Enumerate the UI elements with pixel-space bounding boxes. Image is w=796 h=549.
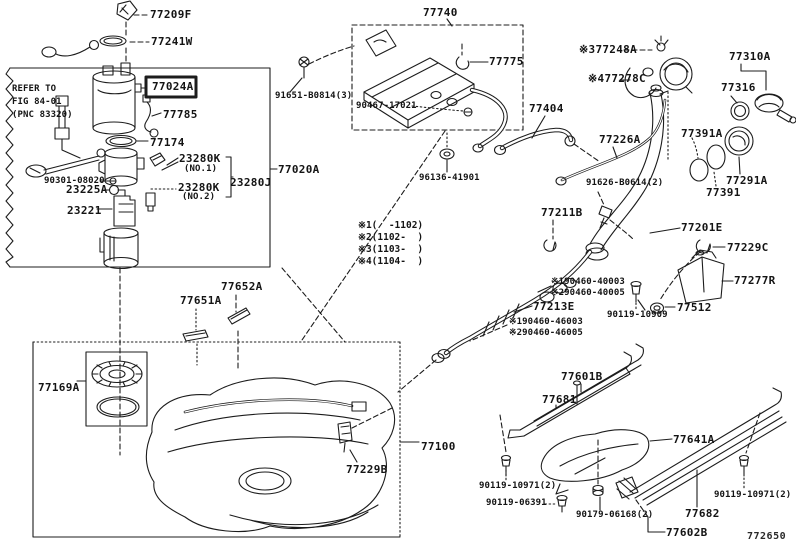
part-label-96136-41901[interactable]: 96136-41901 [419, 173, 480, 183]
date-note-2: ※2(1102- ) [358, 232, 424, 243]
part-label-77229b[interactable]: 77229B [346, 463, 388, 476]
part-label-77213e[interactable]: 77213E [533, 300, 575, 313]
fuel-sender-box [85, 351, 148, 427]
part-label-90119-10971-left[interactable]: 90119-10971(2) [479, 481, 557, 491]
hoses-and-pipes-drawing [431, 84, 725, 364]
filler-cap-drawing [624, 35, 796, 182]
part-label-77601b[interactable]: 77601B [561, 370, 603, 383]
part-label-77641a[interactable]: 77641A [673, 433, 715, 446]
part-label-23225a[interactable]: 23225A [66, 183, 108, 196]
part-label-77291a[interactable]: 77291A [726, 174, 768, 187]
date-note-3: ※3(1103- ) [358, 244, 424, 255]
part-label-90119-10971-right[interactable]: 90119-10971(2) [714, 490, 792, 500]
part-label-90460-40003[interactable]: ※190460-40003 [551, 277, 625, 287]
part-label-77169a[interactable]: 77169A [38, 381, 80, 394]
part-label-77020a[interactable]: 77020A [278, 163, 320, 176]
part-label-90467-17021[interactable]: 90467-17021 [356, 101, 417, 111]
charcoal-canister-drawing [298, 29, 508, 153]
part-label-77226a[interactable]: 77226A [599, 133, 641, 146]
part-label-91651-b0814[interactable]: 91651-B0814(3) [275, 91, 353, 101]
part-label-23280j[interactable]: 23280J [230, 176, 272, 189]
part-label-90301-08020[interactable]: 90301-08020 [44, 176, 105, 186]
charcoal-canister-box [351, 24, 524, 131]
part-label-77310a[interactable]: 77310A [729, 50, 771, 63]
fuel-sender-drawing [91, 360, 143, 418]
part-label-77404[interactable]: 77404 [529, 102, 564, 115]
part-label-77277r[interactable]: 77277R [734, 274, 776, 287]
refer-note-line1: REFER TO [12, 84, 57, 94]
part-label-77602b[interactable]: 77602B [666, 526, 708, 539]
fuel-tank-drawing [145, 307, 396, 533]
part-label-77652a[interactable]: 77652A [221, 280, 263, 293]
part-label-77681[interactable]: 77681 [542, 393, 577, 406]
part-label-77229c[interactable]: 77229C [727, 241, 769, 254]
part-label-77241w[interactable]: 77241W [151, 35, 193, 48]
part-label-90460-46005[interactable]: ※290460-46005 [509, 328, 583, 338]
figure-code: 772650 [747, 531, 787, 542]
fuel-pump-assembly-drawing [25, 0, 166, 270]
part-label-90119-06391[interactable]: 90119-06391 [486, 498, 547, 508]
part-label-77651a[interactable]: 77651A [180, 294, 222, 307]
highlight-box [144, 75, 198, 99]
part-label-23280k-no2-sub: (NO.2) [182, 192, 216, 202]
part-label-90119-10909[interactable]: 90119-10909 [607, 310, 668, 320]
part-label-77775[interactable]: 77775 [489, 55, 524, 68]
part-label-77174[interactable]: 77174 [150, 136, 185, 149]
part-label-90460-46003[interactable]: ※190460-46003 [509, 317, 583, 327]
tank-straps-and-shield-drawing [500, 343, 787, 513]
date-note-1: ※1( -1102) [358, 220, 424, 231]
part-label-77391[interactable]: 77391 [706, 186, 741, 199]
part-label-23280k-no2[interactable]: 23280K [178, 181, 220, 194]
part-label-77024a-highlighted[interactable]: 77024A [152, 80, 194, 93]
part-label-77316[interactable]: 77316 [721, 81, 756, 94]
part-label-91626-b0614[interactable]: 91626-B0614(2) [586, 178, 664, 188]
part-label-77512[interactable]: 77512 [677, 301, 712, 314]
part-label-77100[interactable]: 77100 [421, 440, 456, 453]
part-label-23221[interactable]: 23221 [67, 204, 102, 217]
part-label-90460-40005[interactable]: ※290460-40005 [551, 288, 625, 298]
part-label-77278c[interactable]: ※477278C [588, 72, 646, 85]
leader-lines [76, 14, 767, 533]
part-label-23280k-no1-sub: (NO.1) [184, 164, 218, 174]
part-label-77248a[interactable]: ※377248A [579, 43, 637, 56]
part-label-77682[interactable]: 77682 [685, 507, 720, 520]
date-note-4: ※4(1104- ) [358, 256, 424, 267]
part-label-77201e[interactable]: 77201E [681, 221, 723, 234]
pump-module-box [5, 67, 271, 268]
part-label-77209f[interactable]: 77209F [150, 8, 192, 21]
part-label-77740[interactable]: 77740 [423, 6, 458, 19]
part-label-77391a[interactable]: 77391A [681, 127, 723, 140]
refer-note-line2: FIG 84-01 [12, 97, 62, 107]
fuel-tank-box [32, 341, 401, 538]
refer-note-line3: (PNC 83320) [12, 110, 73, 120]
part-label-77785[interactable]: 77785 [163, 108, 198, 121]
part-label-23280k-no1[interactable]: 23280K [179, 152, 221, 165]
part-label-90179-06168[interactable]: 90179-06168(2) [576, 510, 654, 520]
part-label-77211b[interactable]: 77211B [541, 206, 583, 219]
